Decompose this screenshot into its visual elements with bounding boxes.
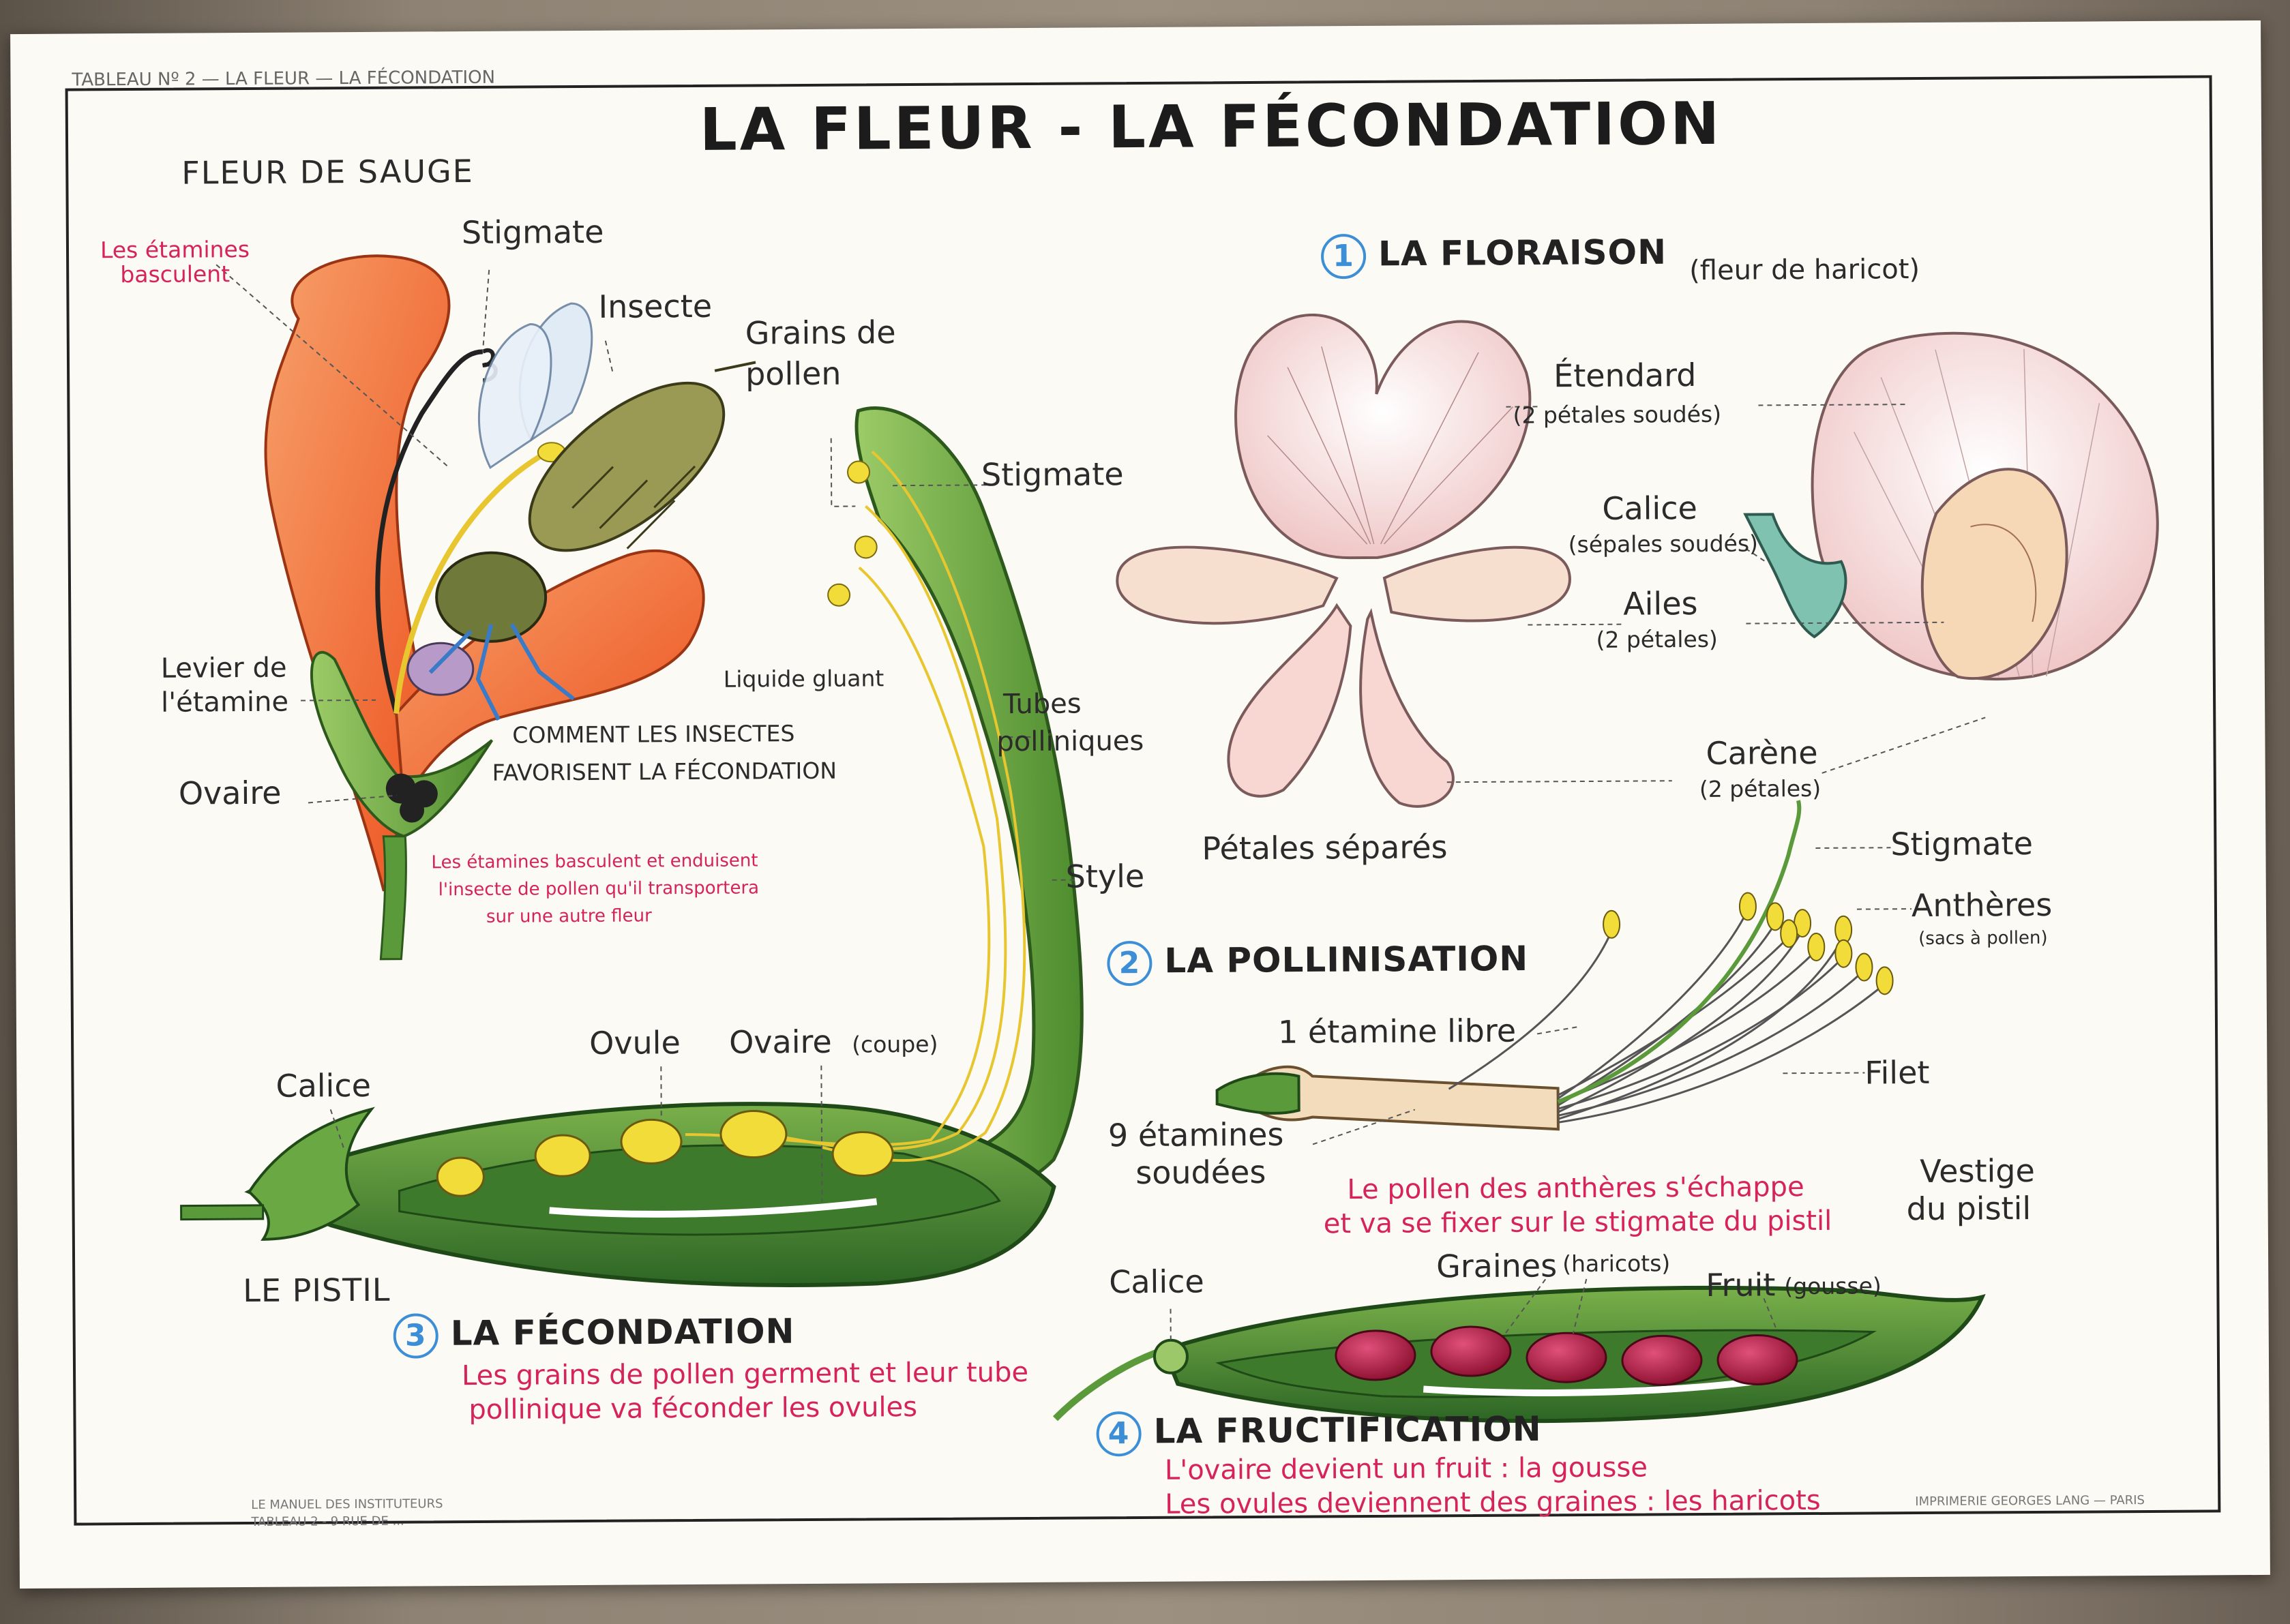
stamen-stigma-label: Stigmate — [1890, 825, 2034, 863]
fruit-sub: (gousse) — [1784, 1272, 1882, 1300]
fine-print-top-left: TABLEAU Nº 2 — LA FLEUR — LA FÉCONDATION — [72, 67, 496, 91]
keel-petal-left — [1227, 603, 1352, 798]
section1-subtitle: (fleur de haricot) — [1689, 254, 1920, 287]
keel-sub: (2 pétales) — [1699, 775, 1821, 802]
fused-stamens-label-1: 9 étamines — [1107, 1115, 1284, 1154]
separated-petals-label: Pétales séparés — [1202, 828, 1448, 867]
pistil-stigma-label: Stigmate — [981, 455, 1124, 494]
section3-note-1: Les grains de pollen germent et leur tub… — [461, 1357, 1029, 1392]
pod-drawing — [1052, 1278, 1986, 1424]
filament-label: Filet — [1864, 1053, 1930, 1092]
sticky-liquid-label: Liquide gluant — [723, 665, 884, 693]
pollen-tubes-label-2: polliniques — [996, 725, 1144, 758]
section4-note-1: L'ovaire devient un fruit : la gousse — [1164, 1452, 1648, 1486]
standard-label: Étendard — [1553, 357, 1697, 395]
section4-heading: 4 LA FRUCTIFICATION — [1096, 1409, 1542, 1457]
section4-number: 4 — [1096, 1411, 1142, 1457]
pistil-drawing — [180, 406, 1084, 1287]
illustrations — [180, 254, 2159, 1424]
sage-lever-label-1: Levier de — [160, 652, 287, 685]
pollen-tubes-label-1: Tubes — [1002, 688, 1082, 721]
calyx-sub: (sépales soudés) — [1568, 530, 1759, 558]
section4-note-2: Les ovules deviennent des graines : les … — [1165, 1484, 1821, 1520]
page-title: LA FLEUR - LA FÉCONDATION — [699, 89, 1723, 164]
wing-petal-left — [1116, 545, 1339, 625]
section2-title: LA POLLINISATION — [1164, 939, 1529, 981]
sage-calyx — [310, 650, 494, 838]
section1-number: 1 — [1320, 233, 1367, 280]
sage-title: FLEUR DE SAUGE — [181, 152, 474, 192]
bean-flower-drawing — [1116, 313, 2159, 808]
fruit-label: Fruit — [1706, 1266, 1776, 1304]
section2-number: 2 — [1107, 940, 1153, 987]
assembled-wing — [1920, 468, 2068, 680]
pistil-calyx-label: Calice — [276, 1066, 372, 1104]
wing-petal-right — [1382, 545, 1571, 622]
section3-number: 3 — [393, 1313, 438, 1359]
section1-heading: 1 LA FLORAISON — [1320, 232, 1667, 280]
standard-sub: (2 pétales soudés) — [1513, 400, 1722, 429]
sage-caption-2: FAVORISENT LA FÉCONDATION — [492, 757, 837, 786]
sage-stem — [379, 835, 407, 961]
pistil-calyx — [247, 1107, 375, 1241]
wings-label: Ailes — [1623, 585, 1698, 622]
style-label: Style — [1065, 857, 1145, 895]
insect-drawing — [406, 302, 756, 721]
section2-note-1: Le pollen des anthères s'échappe — [1347, 1171, 1804, 1206]
sage-insect-label: Insecte — [598, 287, 713, 325]
pistil-ovary-sub: (coupe) — [852, 1030, 938, 1058]
pollen-grains-label-1: Grains de — [745, 314, 896, 352]
fine-print-bottom-left-2: TABLEAU 2 - 9 RUE DE ... — [251, 1514, 404, 1529]
anthers-sub: (sacs à pollen) — [1918, 927, 2048, 950]
sage-lever-label-2: l'étamine — [160, 686, 289, 719]
assembled-calyx — [1743, 513, 1847, 639]
pollen-grains-label-2: pollen — [745, 355, 842, 393]
pistil-stigma-thread — [1557, 800, 1802, 1104]
seeds-sub: (haricots) — [1562, 1250, 1671, 1278]
sage-ovary-label: Ovaire — [178, 774, 282, 812]
free-stamen-label: 1 étamine libre — [1277, 1012, 1517, 1051]
fine-print-bottom-left-1: LE MANUEL DES INSTITUTEURS — [251, 1497, 443, 1512]
standard-petal — [1234, 313, 1532, 560]
calyx-label: Calice — [1602, 490, 1697, 527]
stamen-pedicel — [1215, 1072, 1300, 1115]
keel-petal-right — [1359, 607, 1455, 808]
section3-note-2: pollinique va féconder les ovules — [469, 1392, 918, 1426]
poster: TABLEAU Nº 2 — LA FLEUR — LA FÉCONDATION… — [10, 20, 2270, 1589]
stamens-drawing — [1215, 800, 1912, 1145]
pistil-title: LE PISTIL — [243, 1271, 391, 1310]
sage-note-3: sur une autre fleur — [486, 905, 652, 927]
section2-note-2: et va se fixer sur le stigmate du pistil — [1323, 1205, 1832, 1240]
fine-print-bottom-right: IMPRIMERIE GEORGES LANG — PARIS — [1915, 1493, 2145, 1509]
section4-title: LA FRUCTIFICATION — [1153, 1409, 1542, 1452]
wings-sub: (2 pétales) — [1596, 625, 1718, 653]
fused-stamens-label-2: soudées — [1135, 1153, 1266, 1192]
sage-stamens-tilt-label: Les étamines basculent — [100, 235, 250, 288]
section3-heading: 3 LA FÉCONDATION — [393, 1311, 795, 1359]
pistil-vestige-label-2: du pistil — [1906, 1190, 2032, 1228]
sage-note-1: Les étamines basculent et enduisent — [431, 850, 758, 873]
sage-stigma-label: Stigmate — [461, 213, 604, 252]
anthers-label: Anthères — [1911, 886, 2053, 924]
section2-heading: 2 LA POLLINISATION — [1107, 939, 1528, 987]
seeds-label: Graines — [1436, 1247, 1558, 1285]
pistil-vestige-label-1: Vestige — [1920, 1152, 2035, 1190]
ovule-label: Ovule — [589, 1024, 681, 1062]
pod-calyx-label: Calice — [1109, 1263, 1204, 1301]
section3-title: LA FÉCONDATION — [450, 1311, 795, 1353]
sage-note-2: l'insecte de pollen qu'il transportera — [438, 877, 760, 901]
section1-title: LA FLORAISON — [1378, 232, 1667, 274]
pistil-ovary-label: Ovaire — [728, 1023, 832, 1061]
sage-flower-drawing — [215, 254, 756, 961]
keel-label: Carène — [1706, 734, 1818, 772]
sage-caption-1: COMMENT LES INSECTES — [512, 720, 795, 749]
